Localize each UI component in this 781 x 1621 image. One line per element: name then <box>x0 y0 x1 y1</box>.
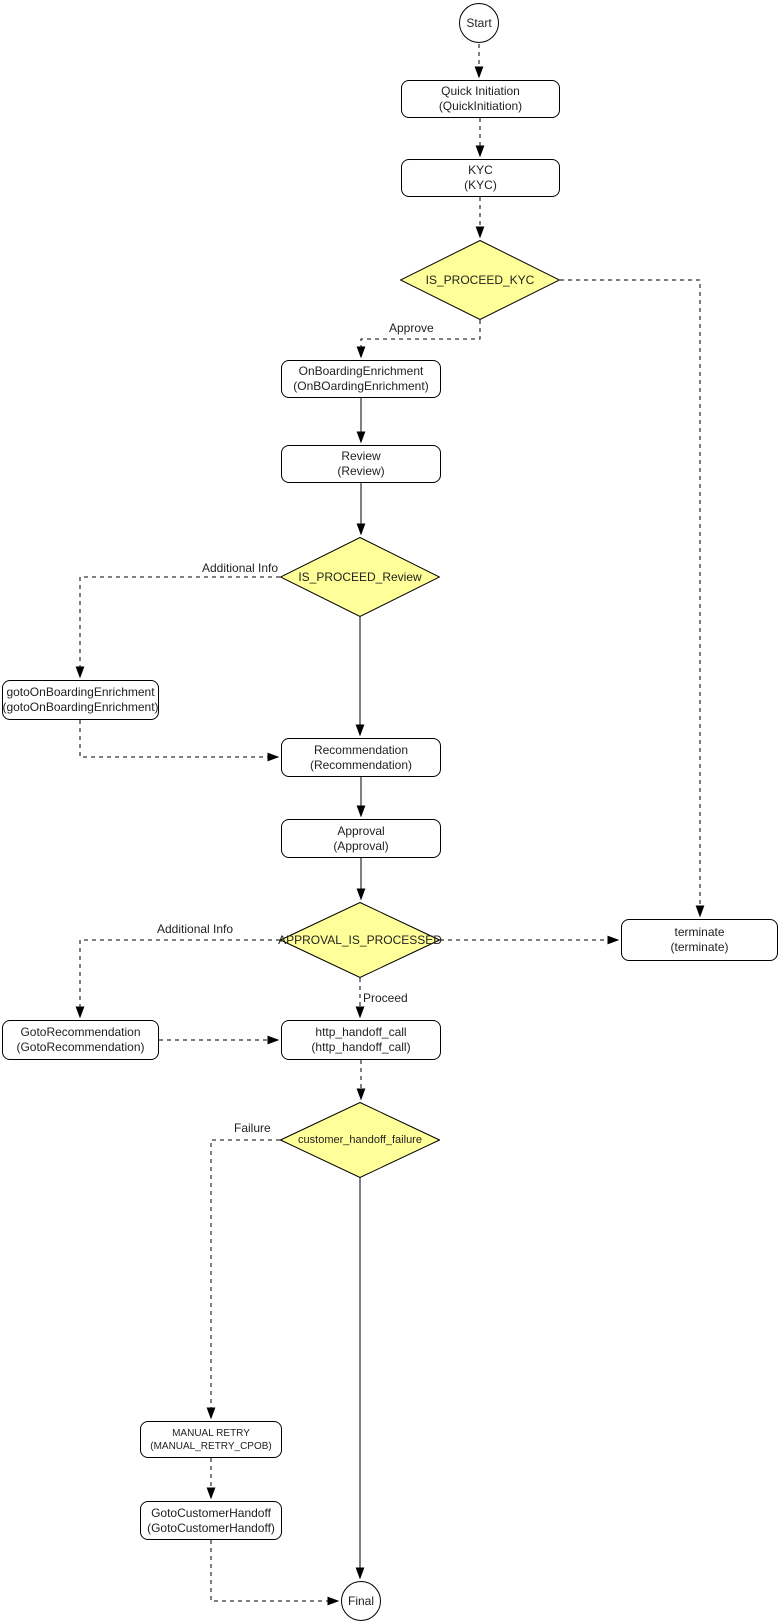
edge-additional-info-to-goto-onboarding-enrichment <box>80 576 280 677</box>
node-recommendation-title: Recommendation <box>313 742 409 757</box>
node-http-handoff-call-title: http_handoff_call <box>315 1025 407 1039</box>
node-http-handoff-call: http_handoff_call (http_handoff_call) <box>281 1020 441 1060</box>
diamond-shape <box>280 902 440 978</box>
node-goto-customer-handoff: GotoCustomerHandoff (GotoCustomerHandoff… <box>140 1501 282 1540</box>
node-onboarding-enrichment-title: OnBoardingEnrichment <box>298 364 424 378</box>
node-approval-subtitle: (Approval) <box>333 838 389 853</box>
diamond-shape <box>400 240 560 320</box>
node-is-proceed-review-label: IS_PROCEED_Review <box>298 569 422 584</box>
node-quick-initiation-subtitle: (QuickInitiation) <box>438 99 523 113</box>
node-approval: Approval (Approval) <box>281 819 441 858</box>
node-approval-is-processed: APPROVAL_IS_PROCESSED <box>278 902 442 978</box>
node-kyc-subtitle: (KYC) <box>464 178 497 192</box>
diamond-shape <box>280 1102 440 1178</box>
edge-failure-to-manual-retry <box>211 1139 280 1418</box>
edge-label-additional-info-approval: Additional Info <box>156 922 235 936</box>
node-final: Final <box>341 1581 381 1621</box>
node-goto-recommendation-title: GotoRecommendation <box>20 1025 141 1039</box>
node-recommendation-subtitle: (Recommendation) <box>309 757 413 772</box>
node-customer-handoff-failure-label: customer_handoff_failure <box>298 1133 422 1146</box>
node-manual-retry: MANUAL RETRY (MANUAL_RETRY_CPOB) <box>140 1421 282 1458</box>
node-is-proceed-kyc: IS_PROCEED_KYC <box>400 240 560 320</box>
edge-label-approve: Approve <box>388 321 435 335</box>
node-terminate-subtitle: (terminate) <box>670 940 729 954</box>
node-recommendation: Recommendation (Recommendation) <box>281 738 441 777</box>
node-start-label: Start <box>466 15 492 30</box>
node-goto-customer-handoff-title: GotoCustomerHandoff <box>151 1505 271 1520</box>
node-review-title: Review <box>341 449 381 463</box>
node-final-label: Final <box>347 1593 374 1608</box>
edge-additional-info-to-goto-recommendation <box>80 939 280 1017</box>
node-goto-recommendation-subtitle: (GotoRecommendation) <box>16 1040 145 1054</box>
node-goto-recommendation: GotoRecommendation (GotoRecommendation) <box>2 1020 159 1060</box>
node-goto-onboarding-enrichment-subtitle: (gotoOnBoardingEnrichment) <box>2 700 159 714</box>
edge-label-additional-info-review: Additional Info <box>201 561 280 575</box>
edge-goto-customer-handoff-to-final <box>210 1540 338 1601</box>
node-manual-retry-subtitle: (MANUAL_RETRY_CPOB) <box>150 1440 272 1452</box>
edge-label-proceed: Proceed <box>362 991 409 1005</box>
node-customer-handoff-failure: customer_handoff_failure <box>280 1102 440 1178</box>
node-approval-title: Approval <box>337 823 385 838</box>
node-terminate-title: terminate <box>674 925 725 939</box>
node-onboarding-enrichment-subtitle: (OnBOardingEnrichment) <box>293 379 429 393</box>
edge-goto-onboarding-enrichment-to-recommendation <box>79 720 278 757</box>
node-manual-retry-title: MANUAL RETRY <box>172 1427 250 1439</box>
node-goto-onboarding-enrichment-title: gotoOnBoardingEnrichment <box>6 685 155 699</box>
node-is-proceed-kyc-label: IS_PROCEED_KYC <box>425 272 535 287</box>
node-quick-initiation-title: Quick Initiation <box>441 84 520 98</box>
node-review: Review (Review) <box>281 445 441 483</box>
node-kyc: KYC (KYC) <box>401 159 560 197</box>
node-http-handoff-call-subtitle: (http_handoff_call) <box>311 1040 411 1054</box>
node-kyc-title: KYC <box>468 163 493 177</box>
node-is-proceed-review: IS_PROCEED_Review <box>280 537 440 617</box>
node-terminate: terminate (terminate) <box>621 919 778 961</box>
node-goto-customer-handoff-subtitle: (GotoCustomerHandoff) <box>147 1520 275 1535</box>
node-quick-initiation: Quick Initiation (QuickInitiation) <box>401 80 560 118</box>
node-goto-onboarding-enrichment: gotoOnBoardingEnrichment (gotoOnBoarding… <box>2 680 159 720</box>
node-approval-is-processed-label: APPROVAL_IS_PROCESSED <box>278 932 442 947</box>
edge-approve-to-onboarding-enrichment <box>361 320 481 357</box>
edge-label-failure: Failure <box>233 1121 272 1135</box>
diamond-shape <box>280 537 440 617</box>
node-review-subtitle: (Review) <box>337 464 385 478</box>
edge-is-proceed-kyc-to-terminate <box>560 279 700 916</box>
node-start: Start <box>459 3 499 43</box>
node-onboarding-enrichment: OnBoardingEnrichment (OnBOardingEnrichme… <box>281 360 441 398</box>
